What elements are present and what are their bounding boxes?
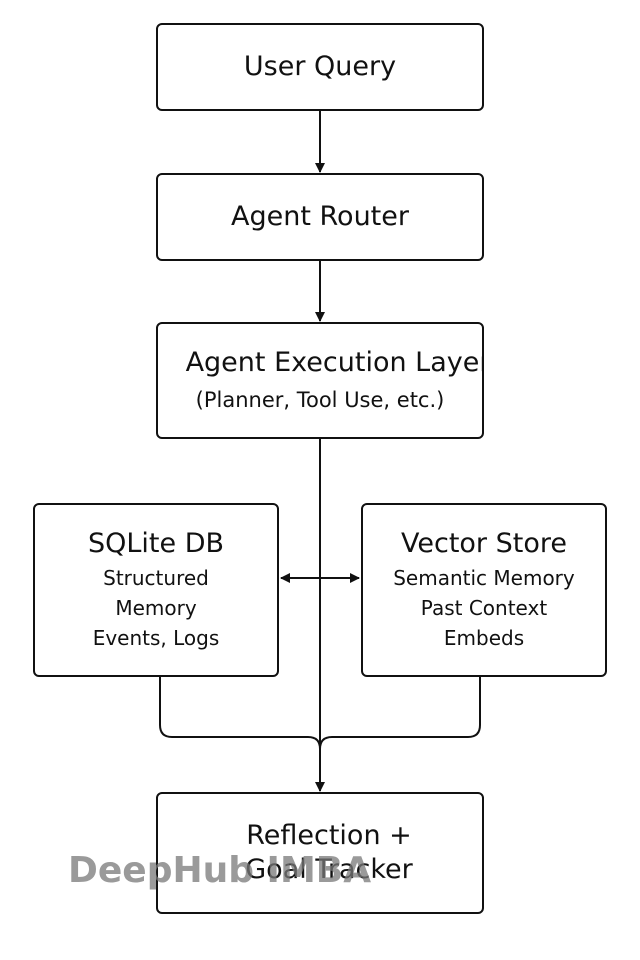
node-execution-label: Agent Execution Layer (185, 346, 484, 378)
node-user-query-label: User Query (243, 51, 397, 82)
node-vector-line: Past Context (420, 596, 548, 620)
node-sqlite-db: SQLite DB Structured Memory Events, Logs (33, 503, 279, 677)
node-reflection-label: Reflection + (246, 820, 412, 851)
node-vector-store: Vector Store Semantic Memory Past Contex… (361, 503, 607, 677)
node-sqlite-label: SQLite DB (87, 528, 225, 559)
node-sqlite-line: Structured (103, 566, 209, 590)
node-vector-line: Embeds (443, 626, 525, 650)
node-agent-router-label: Agent Router (231, 201, 409, 232)
node-agent-execution-layer: Agent Execution Layer (Planner, Tool Use… (156, 322, 484, 439)
node-reflection-label-2: Goal Tracker (245, 854, 413, 885)
node-sqlite-line: Events, Logs (92, 626, 220, 650)
node-user-query: User Query (156, 23, 484, 111)
merge-line-vector (319, 677, 481, 750)
node-vector-line: Semantic Memory (393, 566, 575, 590)
node-execution-sublabel: (Planner, Tool Use, etc.) (195, 387, 445, 412)
node-reflection-goal-tracker: Reflection + Goal Tracker (156, 792, 484, 914)
node-vector-label: Vector Store (401, 528, 567, 559)
merge-line-sqlite (159, 677, 321, 750)
node-agent-router: Agent Router (156, 173, 484, 261)
node-sqlite-line: Memory (115, 596, 197, 620)
